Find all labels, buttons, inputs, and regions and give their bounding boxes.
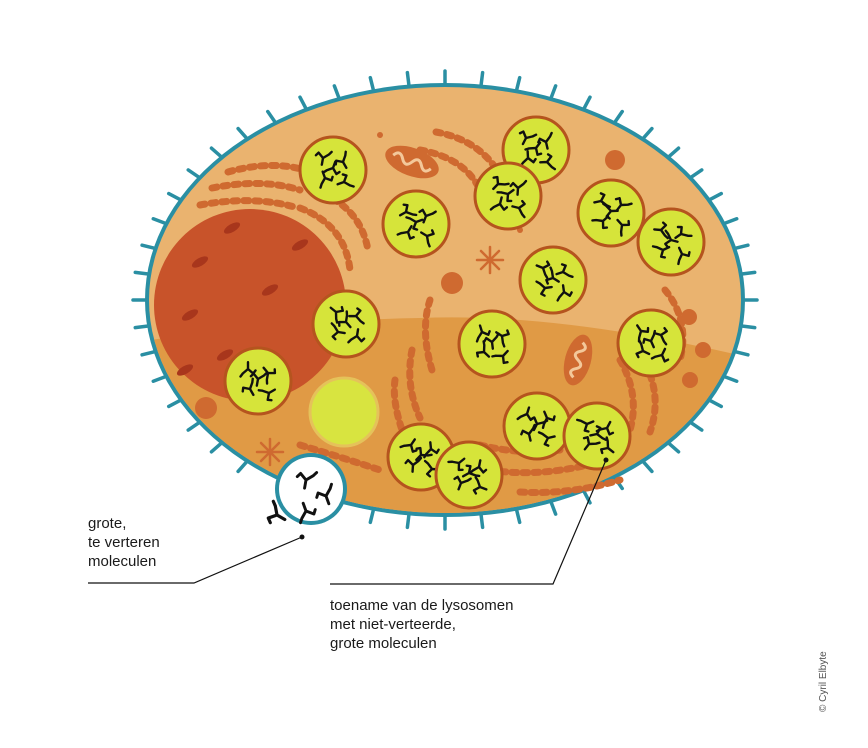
membrane-receptor — [151, 375, 167, 383]
nucleus-spot — [223, 222, 241, 234]
membrane-receptor — [515, 75, 522, 92]
membrane-receptor — [741, 324, 757, 330]
lysosomes-label: toename van de lysosomen met niet-vertee… — [330, 596, 513, 653]
lysosome — [518, 245, 588, 315]
membrane-receptor — [332, 84, 341, 99]
nucleus-spot — [176, 364, 194, 376]
lysosome-membrane — [434, 440, 504, 510]
membrane-receptor — [667, 146, 681, 158]
membrane-receptor — [734, 350, 750, 357]
membrane-receptor — [708, 191, 724, 201]
membrane-receptor — [186, 421, 200, 432]
lysosome — [434, 440, 504, 510]
membrane-receptor — [166, 191, 182, 201]
membrane-receptor — [405, 70, 411, 87]
membrane-receptor — [613, 109, 624, 124]
membrane-receptor — [209, 146, 223, 158]
lysosome — [562, 401, 632, 471]
membrane-receptor — [582, 490, 592, 505]
membrane-receptor — [209, 442, 223, 454]
membrane-receptor — [133, 270, 149, 276]
leader-line-molecules — [88, 536, 303, 584]
nucleus — [154, 209, 346, 401]
membrane-receptor — [186, 168, 200, 179]
lysosome — [457, 309, 527, 379]
lysosome-membrane — [636, 207, 706, 277]
nucleus-spot — [191, 256, 209, 268]
membrane-receptor — [734, 243, 750, 250]
membrane-receptor — [236, 126, 248, 140]
membrane-receptor — [708, 399, 724, 409]
membrane-receptor — [479, 513, 485, 530]
membrane-receptor — [140, 243, 156, 250]
membrane-receptor — [549, 84, 558, 99]
membrane-receptor — [368, 75, 375, 92]
lysosomes-label-line: met niet-verteerde, — [330, 616, 456, 633]
lysosome — [636, 207, 706, 277]
lysosome — [502, 391, 572, 461]
membrane-receptor — [515, 508, 522, 525]
centrioles — [255, 245, 505, 467]
lysosomes-label-line: toename van de lysosomen — [330, 597, 514, 614]
membrane-receptor — [723, 217, 739, 225]
membrane-receptor — [741, 270, 757, 276]
membrane-receptor — [236, 460, 248, 474]
small-vesicles — [195, 132, 711, 419]
lysosome-membrane — [518, 245, 588, 315]
membrane-receptor — [690, 421, 704, 432]
molecules-label: grote, te verteren moleculen — [88, 514, 160, 571]
membrane-receptor — [582, 95, 592, 110]
nucleus-spot — [181, 309, 199, 321]
membrane-receptor — [368, 508, 375, 525]
nucleus-spot — [291, 239, 309, 251]
copyright-credit: © Cyril Elbyte — [818, 651, 829, 712]
lysosome — [223, 346, 293, 416]
molecules-label-line: moleculen — [88, 553, 157, 570]
membrane-receptor — [723, 375, 739, 383]
lysosomes — [223, 115, 706, 510]
membrane-receptor — [642, 126, 654, 140]
lysosome — [616, 308, 686, 378]
molecules-label-line: te verteren — [88, 534, 160, 551]
lysosome — [311, 289, 381, 359]
lysosome — [298, 135, 368, 205]
membrane-receptor — [549, 501, 558, 516]
nucleus-spot — [261, 284, 279, 296]
membrane-receptor — [667, 442, 681, 454]
membrane-receptor — [133, 324, 149, 330]
endocytosis-pocket — [261, 453, 347, 530]
membrane-receptor — [166, 399, 182, 409]
membrane-receptor — [140, 350, 156, 357]
nucleus-spot — [216, 349, 234, 361]
membrane-receptor — [266, 109, 277, 124]
membrane-receptor — [298, 95, 308, 110]
membrane-receptor — [479, 70, 485, 87]
lysosome-membrane — [576, 178, 646, 248]
molecules-label-line: grote, — [88, 515, 127, 532]
lysosome — [576, 178, 646, 248]
lysosome-membrane — [562, 401, 632, 471]
lysosome — [473, 161, 543, 231]
membrane-receptor — [642, 460, 654, 474]
lysosome-membrane — [311, 289, 381, 359]
mitochondria — [385, 145, 593, 386]
membrane-receptors — [131, 69, 759, 531]
leader-lines — [88, 457, 609, 585]
membrane-receptor — [690, 168, 704, 179]
membrane-receptor — [151, 217, 167, 225]
membrane-receptor — [405, 513, 411, 530]
vesicle — [308, 376, 380, 448]
lysosomes-label-line: grote moleculen — [330, 635, 437, 652]
leader-line-lysosomes — [330, 459, 607, 585]
lysosome — [381, 189, 451, 259]
